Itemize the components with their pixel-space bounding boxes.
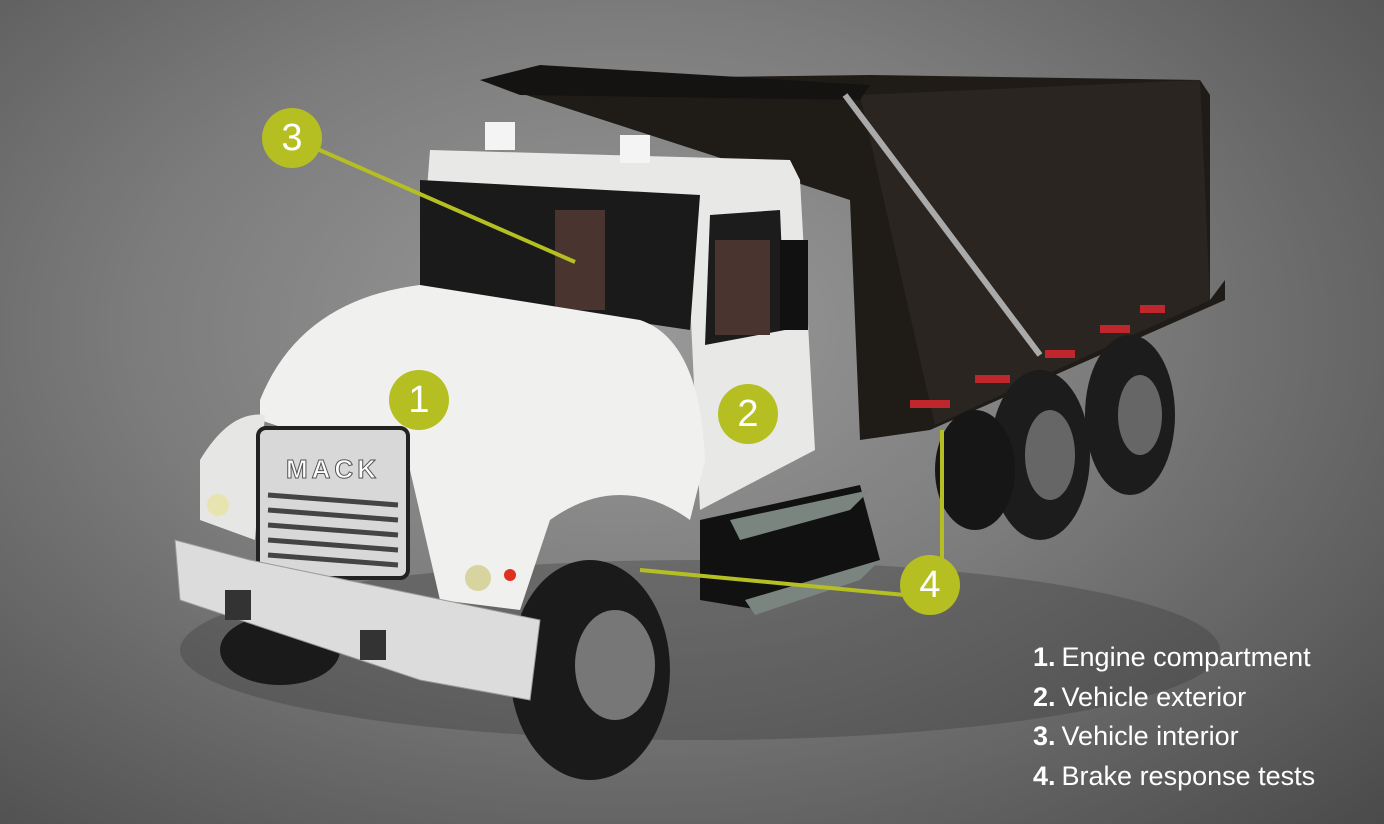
legend-number: 4. — [1033, 760, 1056, 791]
leader-line-4a — [639, 568, 906, 597]
legend-item-4: 4.Brake response tests — [1033, 757, 1315, 797]
legend-label: Vehicle exterior — [1061, 681, 1247, 712]
hood: MACK — [200, 285, 705, 610]
legend-label: Brake response tests — [1061, 760, 1316, 791]
legend-number: 2. — [1033, 681, 1056, 712]
seat — [555, 210, 605, 310]
rear-wheels — [935, 335, 1175, 540]
mack-logo: MACK — [286, 454, 380, 484]
legend-number: 3. — [1033, 721, 1056, 751]
hoist-arm — [842, 93, 1043, 357]
reflectors — [910, 305, 1165, 408]
leader-line-3 — [314, 146, 576, 264]
headlight-left — [207, 494, 229, 516]
legend-label: Engine compartment — [1061, 642, 1311, 672]
legend-label: Vehicle interior — [1061, 721, 1239, 751]
legend-item-3: 3.Vehicle interior — [1033, 717, 1315, 757]
legend-item-2: 2.Vehicle exterior — [1033, 678, 1315, 718]
legend-item-1: 1.Engine compartment — [1033, 638, 1315, 678]
legend-number: 1. — [1033, 642, 1056, 672]
legend: 1.Engine compartment 2.Vehicle exterior … — [1033, 638, 1315, 796]
callout-badge-2[interactable]: 2 — [718, 384, 778, 444]
callout-badge-3[interactable]: 3 — [262, 108, 322, 168]
front-bumper — [174, 539, 541, 701]
side-mirror — [780, 240, 808, 330]
callout-badge-1[interactable]: 1 — [389, 370, 449, 430]
callout-leader-lines — [314, 146, 944, 597]
callout-badge-4[interactable]: 4 — [900, 555, 960, 615]
headlight-right — [465, 565, 491, 591]
cab — [420, 122, 815, 510]
